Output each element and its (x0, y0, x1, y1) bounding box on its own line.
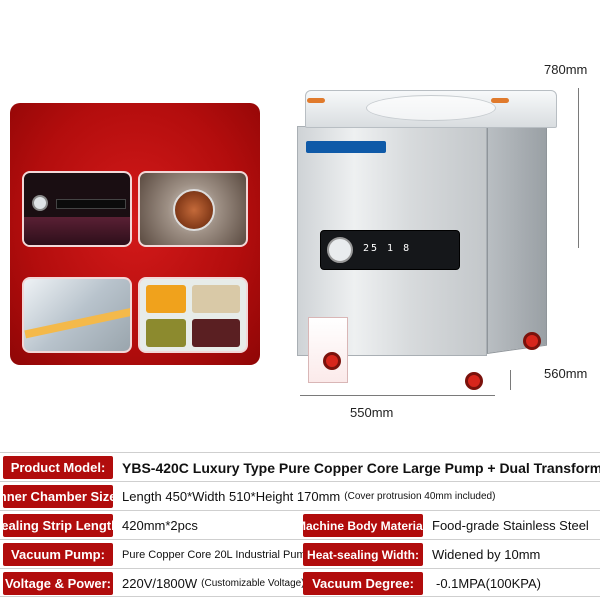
pack-2 (192, 285, 240, 313)
panel-display: 25 1 8 (363, 243, 412, 254)
depth-dimension: 560mm (544, 366, 588, 381)
pack-1 (146, 285, 186, 313)
machine-side (487, 109, 547, 354)
lid-window (366, 95, 496, 121)
vacuum-pump-label: Vacuum Pump: (3, 543, 113, 566)
display-strip (56, 199, 126, 209)
copper-core-icon (173, 189, 215, 231)
detail-panel (10, 103, 260, 365)
body-material-value: Food-grade Stainless Steel (432, 518, 589, 533)
spec-table: Product Model: YBS-420C Luxury Type Pure… (0, 452, 600, 600)
machine-lid (305, 90, 557, 128)
sealing-bar (24, 307, 130, 339)
width-dimension-line (300, 395, 495, 396)
inner-chamber-note: (Cover protrusion 40mm included) (344, 491, 496, 502)
inner-chamber-dimensions: Length 450*Width 510*Height 170mm (122, 489, 341, 504)
depth-dimension-line (510, 370, 511, 390)
pack-4 (192, 319, 240, 347)
height-dimension: 780mm (544, 62, 588, 77)
thumbnail-vacuum-packs (138, 277, 248, 353)
control-panel: 25 1 8 (320, 230, 460, 270)
heat-sealing-value: Widened by 10mm (432, 547, 541, 562)
brand-logo (306, 141, 386, 153)
vacuum-gauge-icon (32, 195, 48, 211)
height-dimension-line (578, 88, 579, 248)
spec-row-product-model: Product Model: YBS-420C Luxury Type Pure… (0, 452, 600, 481)
inner-chamber-value: Length 450*Width 510*Height 170mm (Cover… (122, 482, 495, 511)
spec-row-sealing-material: Sealing Strip Length: 420mm*2pcs Machine… (0, 510, 600, 539)
caster-wheel-front-right (465, 372, 483, 390)
spec-row-inner-chamber: Inner Chamber Size: Length 450*Width 510… (0, 481, 600, 510)
vacuum-machine: 25 1 8 (297, 90, 557, 390)
body-material-label: Machine Body Material: (296, 514, 430, 537)
vacuum-degree-label: Vacuum Degree: (303, 572, 423, 595)
vacuum-pump-value: Pure Copper Core 20L Industrial Pump (122, 548, 312, 561)
spec-row-voltage-vacuum: Voltage & Power: 220V/1800W (Customizabl… (0, 568, 600, 597)
inner-chamber-label: Inner Chamber Size: (0, 485, 121, 508)
voltage-power-label: Voltage & Power: (3, 572, 113, 595)
sealing-strip-value: 420mm*2pcs (122, 518, 198, 533)
pack-3 (146, 319, 186, 347)
width-dimension: 550mm (350, 405, 394, 420)
vacuum-gauge-icon (327, 237, 353, 263)
sealing-strip-label: Sealing Strip Length: (0, 514, 123, 537)
spec-row-pump-sealing: Vacuum Pump: Pure Copper Core 20L Indust… (0, 539, 600, 568)
thumbnail-copper-pump (138, 171, 248, 247)
product-model-value: YBS-420C Luxury Type Pure Copper Core La… (122, 459, 600, 476)
caster-wheel-front-left (323, 352, 341, 370)
promo-sticker (308, 317, 348, 383)
machine-body: 25 1 8 (297, 126, 487, 383)
heat-sealing-label: Heat-sealing Width: (303, 543, 423, 566)
lid-handle-right (491, 98, 509, 103)
thumbnail-control-panel (22, 171, 132, 247)
vacuum-degree-value: -0.1MPA(100KPA) (436, 576, 542, 591)
voltage-note: (Customizable Voltage) (201, 578, 305, 589)
thumbnail-sealing-strip (22, 277, 132, 353)
chamber-glow (24, 217, 130, 245)
caster-wheel-back-right (523, 332, 541, 350)
product-model-label: Product Model: (3, 456, 113, 479)
voltage-power-text: 220V/1800W (122, 576, 198, 591)
voltage-power-value: 220V/1800W (Customizable Voltage) (122, 569, 305, 598)
lid-handle-left (307, 98, 325, 103)
